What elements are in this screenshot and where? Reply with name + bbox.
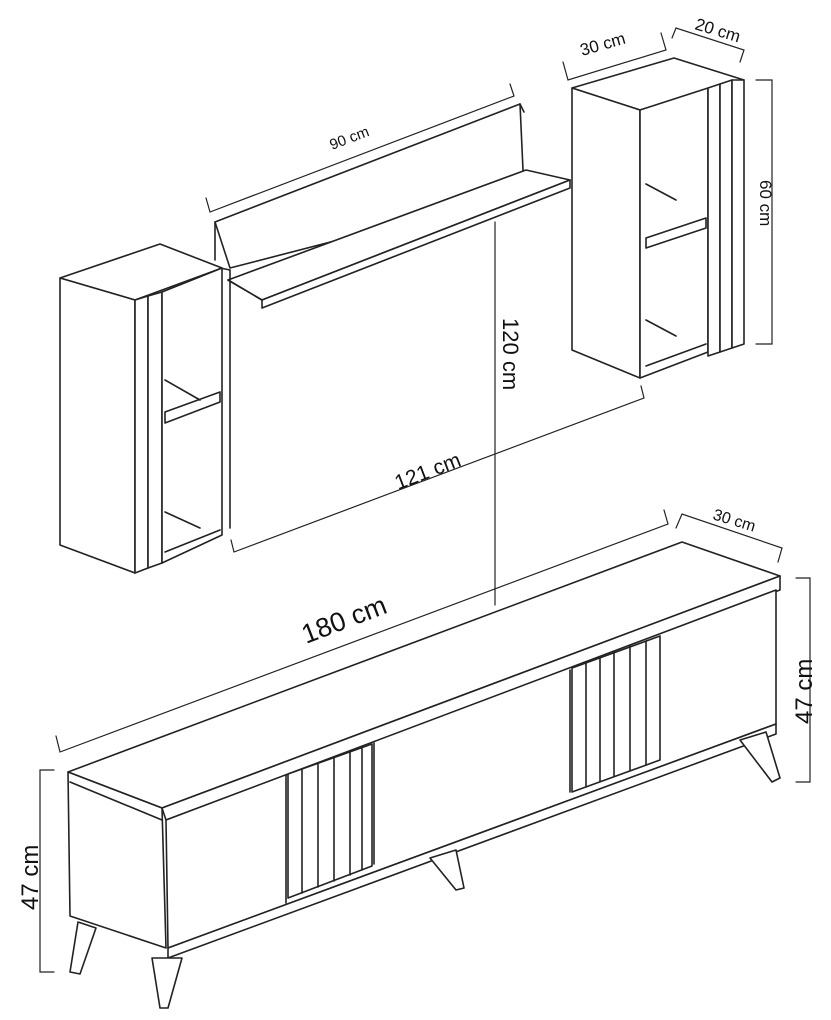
label-total-height: 120 cm <box>498 318 523 390</box>
label-wall-span: 121 cm <box>392 449 465 495</box>
tv-unit <box>67 541 781 1009</box>
label-shelf-width: 90 cm <box>327 123 371 154</box>
label-cabinet-height: 60 cm <box>756 180 775 226</box>
label-tv-width: 180 cm <box>297 590 390 650</box>
right-hanging-cabinet <box>571 57 745 379</box>
label-tv-height-right: 47 cm <box>791 659 818 724</box>
label-tv-height-left: 47 cm <box>17 845 44 910</box>
dimension-lines <box>39 27 811 973</box>
label-cabinet-width: 30 cm <box>578 29 628 60</box>
left-hanging-cabinet <box>59 243 231 574</box>
wall-shelf <box>214 103 571 309</box>
